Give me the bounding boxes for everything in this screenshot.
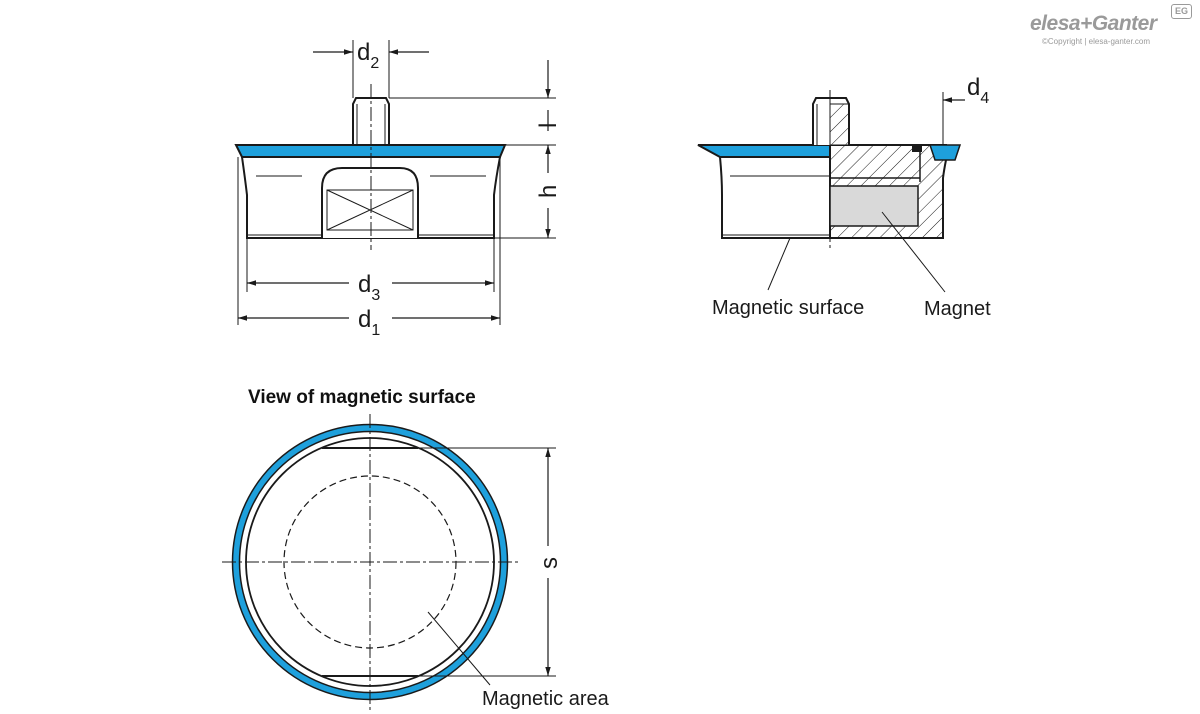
label-magnetic-surface: Magnetic surface bbox=[712, 297, 864, 319]
dim-d2-sub: 2 bbox=[370, 55, 379, 72]
dim-d1-base: d bbox=[358, 306, 371, 333]
svg-text:d3: d3 bbox=[358, 271, 380, 304]
svg-text:d4: d4 bbox=[967, 74, 989, 107]
dim-d4-sub: 4 bbox=[980, 90, 989, 107]
dim-s: s bbox=[418, 447, 563, 677]
magnet-block bbox=[829, 185, 919, 227]
brand-badge: EG bbox=[1171, 4, 1192, 19]
dim-d4: d4 bbox=[942, 74, 989, 145]
label-magnetic-area: Magnetic area bbox=[482, 688, 610, 710]
dim-h-label: h bbox=[535, 185, 562, 198]
dim-d2: d2 bbox=[313, 39, 429, 98]
brand-name: elesa+Ganter bbox=[1030, 12, 1157, 35]
view-title: View of magnetic surface bbox=[248, 387, 476, 408]
dim-d1: d1 bbox=[237, 157, 501, 339]
dim-d2-base: d bbox=[357, 39, 370, 66]
brand-copyright: ©Copyright | elesa-ganter.com bbox=[1042, 37, 1151, 46]
dim-d4-base: d bbox=[967, 74, 980, 101]
dim-l-h: l h bbox=[389, 60, 562, 239]
wrench-flat bbox=[321, 167, 419, 238]
label-magnet: Magnet bbox=[924, 298, 991, 320]
svg-text:d2: d2 bbox=[357, 39, 379, 72]
dim-s-label: s bbox=[536, 557, 563, 569]
front-view: d2 l h d3 d1 bbox=[234, 39, 562, 339]
dim-d3-base: d bbox=[358, 271, 371, 298]
brand-logo: elesa+Ganter ©Copyright | elesa-ganter.c… bbox=[1030, 4, 1196, 48]
dim-d3: d3 bbox=[246, 238, 495, 304]
dim-d1-sub: 1 bbox=[371, 322, 380, 339]
section-magnetic-plate bbox=[697, 144, 831, 158]
section-view: d4 Magnetic surface Magnet bbox=[697, 74, 991, 320]
bottom-view: View of magnetic surface s Magnetic area bbox=[222, 387, 610, 710]
dim-l-label: l bbox=[535, 123, 562, 128]
dim-d3-sub: 3 bbox=[371, 287, 380, 304]
svg-text:d1: d1 bbox=[358, 306, 380, 339]
